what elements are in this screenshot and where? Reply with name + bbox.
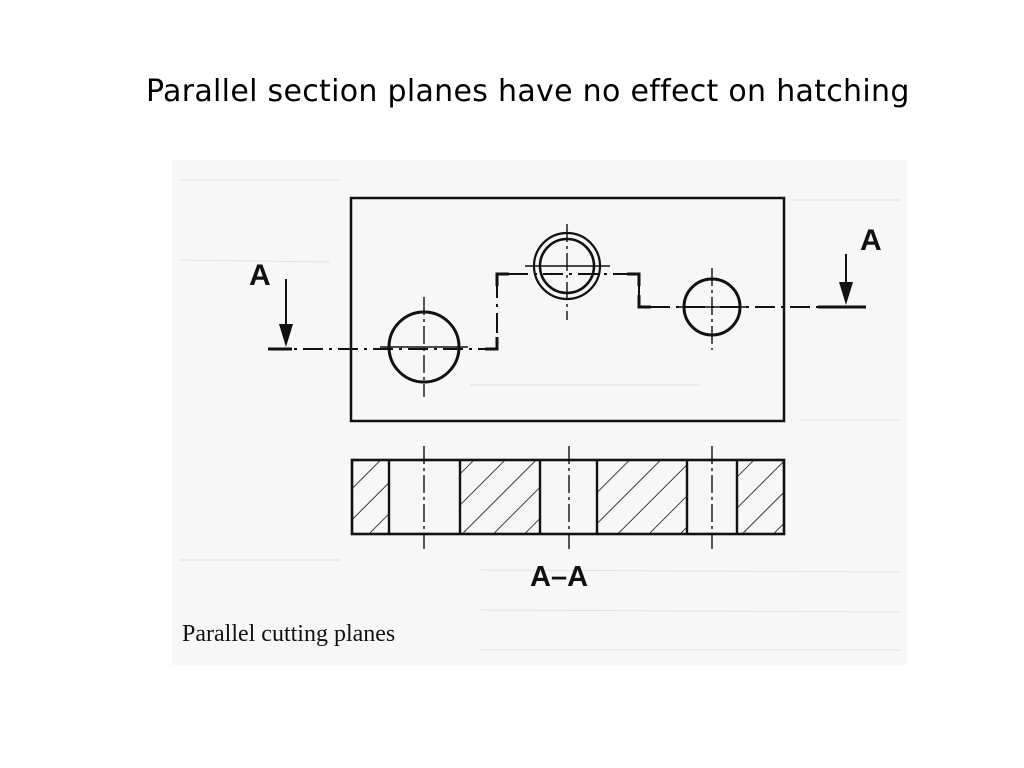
section-centerlines xyxy=(423,446,713,549)
section-name: A–A xyxy=(530,561,588,593)
plate-outline xyxy=(349,196,786,423)
plan-view xyxy=(268,196,866,423)
section-hatch-3 xyxy=(597,460,687,534)
arrow-right-head xyxy=(839,282,853,305)
step-corner-3 xyxy=(627,272,641,286)
arrow-left-head xyxy=(279,324,293,347)
figure-caption: Parallel cutting planes xyxy=(182,621,395,647)
cut-label-left: A xyxy=(249,259,271,292)
section-hatch-2 xyxy=(460,460,540,534)
section-outline xyxy=(350,458,786,536)
section-hatch-1 xyxy=(352,460,389,534)
step-corner-2 xyxy=(495,272,509,286)
scan-noise xyxy=(179,179,901,651)
step-corner-1 xyxy=(485,337,499,351)
cut-label-right: A xyxy=(860,224,882,257)
section-hatch-4 xyxy=(737,460,784,534)
step-corner-4 xyxy=(637,295,651,309)
section-hole-edges xyxy=(387,460,739,534)
section-view xyxy=(350,446,786,549)
slide-title: Parallel section planes have no effect o… xyxy=(146,74,910,109)
